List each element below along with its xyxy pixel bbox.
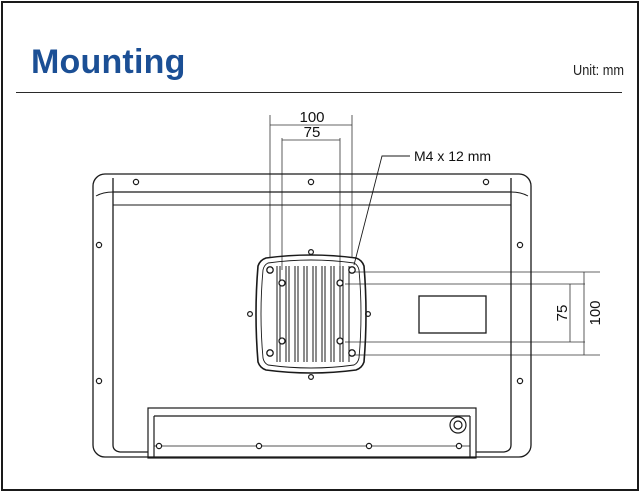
screw-callout-label: M4 x 12 mm	[414, 148, 491, 164]
dimension-outer-horizontal: 100	[299, 109, 324, 126]
unit-label: Unit: mm	[573, 62, 624, 79]
dimension-guides	[269, 115, 600, 356]
vesa-screw-holes	[266, 266, 356, 357]
panel-back-outline	[92, 173, 532, 458]
page-title: Mounting	[31, 43, 186, 81]
dimension-inner-horizontal: 75	[304, 124, 321, 141]
dimension-inner-vertical: 75	[554, 305, 571, 322]
label-window	[418, 295, 487, 334]
screw-callout-leader	[353, 155, 410, 266]
panel-screw-holes	[95, 178, 524, 450]
bottom-bracket	[147, 407, 477, 459]
dimension-outer-vertical: 100	[587, 300, 604, 325]
header-divider	[16, 92, 622, 93]
heatsink-block	[255, 254, 367, 374]
